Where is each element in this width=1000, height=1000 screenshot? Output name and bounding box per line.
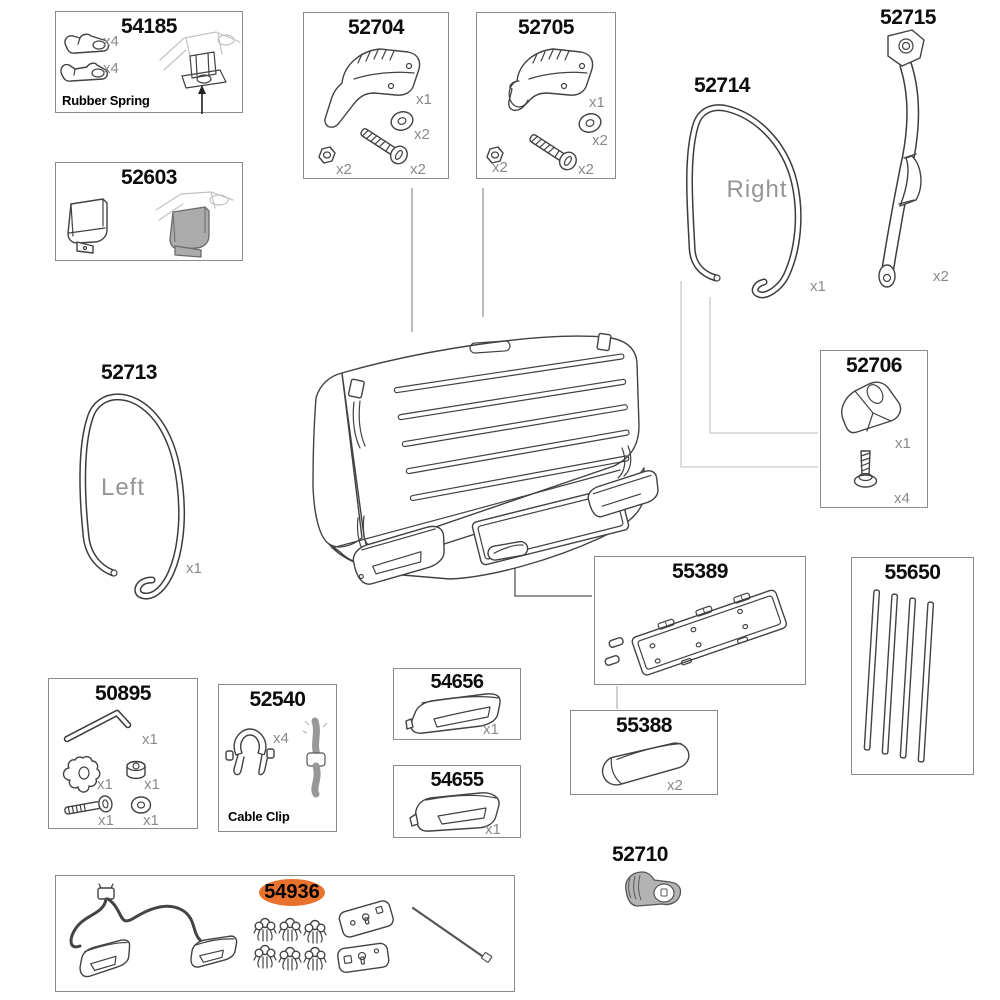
qty-52715: x2 <box>933 268 949 285</box>
side-label-right: Right <box>726 176 788 203</box>
housing-hardware-art <box>318 48 421 165</box>
light-housing-art <box>409 792 500 832</box>
part-number-54185[interactable]: 54185 <box>121 15 177 38</box>
qty-bolt: x1 <box>98 812 114 829</box>
cable-clip-art <box>225 728 275 776</box>
part-number-52704[interactable]: 52704 <box>348 16 404 39</box>
qty-hexkey: x1 <box>142 731 158 748</box>
qty-52714: x1 <box>810 278 826 295</box>
qty-clip: x4 <box>273 730 289 747</box>
part-number-52540[interactable]: 52540 <box>249 688 306 711</box>
qty-nut: x2 <box>336 161 352 178</box>
qty-washer: x2 <box>592 132 608 149</box>
part-box-54655: 54655 x1 <box>393 765 521 838</box>
qty-55388: x2 <box>667 777 683 794</box>
qty-housing: x1 <box>589 94 605 111</box>
part-number-55389[interactable]: 55389 <box>672 560 728 583</box>
part-number-54936-highlight[interactable]: 54936 <box>259 879 325 906</box>
part-number-52705[interactable]: 52705 <box>518 16 574 39</box>
part-number-54655[interactable]: 54655 <box>430 769 484 791</box>
caption-cable-clip: Cable Clip <box>228 809 290 824</box>
qty-washer: x2 <box>414 126 430 143</box>
qty-screw: x4 <box>894 490 910 507</box>
part-box-52706: 52706 x1 x4 <box>820 350 928 508</box>
qty-bolt: x2 <box>410 161 426 178</box>
part-box-55388: 55388 x2 <box>570 710 718 795</box>
qty-housing: x1 <box>416 91 432 108</box>
part-number-50895[interactable]: 50895 <box>95 682 151 705</box>
rubber-spring-lever-top <box>64 33 110 54</box>
cover-art <box>601 742 690 786</box>
qty-52713: x1 <box>186 560 202 577</box>
part-box-55389: 55389 <box>594 556 806 685</box>
qty-54656: x1 <box>483 721 499 738</box>
plate-holder-art <box>604 589 787 676</box>
right-bow-art <box>686 104 802 299</box>
part-number-55388[interactable]: 55388 <box>616 714 672 737</box>
strap-art <box>878 29 925 288</box>
part-box-52603: 52603 <box>55 162 243 261</box>
part-number-52715[interactable]: 52715 <box>880 6 936 29</box>
bracket-screw-art <box>841 381 902 488</box>
cable-tie-art <box>411 906 493 963</box>
qty-bracket: x1 <box>895 435 911 452</box>
qty-nut: x2 <box>492 159 508 176</box>
part-box-52705: 52705 x1 x2 x2 x2 <box>476 12 616 179</box>
qty-spacer: x1 <box>144 776 160 793</box>
push-clips-art <box>253 917 327 971</box>
qty-knob: x1 <box>97 776 113 793</box>
rubber-spring-lever-bottom <box>60 62 108 82</box>
light-housing-art <box>405 693 501 734</box>
fitting-kit-art <box>62 709 152 815</box>
left-bow-art <box>79 393 185 600</box>
qty-bolt: x2 <box>578 161 594 178</box>
side-label-left: Left <box>100 474 146 501</box>
qty-lever-bottom: x4 <box>103 60 119 77</box>
part-box-52540: 52540 x4 Cable Clip <box>218 684 337 832</box>
cargo-box-illustration <box>312 332 659 585</box>
part-number-52603[interactable]: 52603 <box>121 166 177 189</box>
housing-hardware-art <box>486 48 602 171</box>
part-number-52706[interactable]: 52706 <box>846 354 902 377</box>
gasket-plates-art <box>337 900 394 973</box>
wiring-harness-art <box>69 883 238 978</box>
latch-knob-art <box>625 871 682 907</box>
trim-strips-art <box>863 589 935 763</box>
part-box-52704: 52704 x1 x2 x2 x2 <box>303 12 449 179</box>
qty-lever-top: x4 <box>103 33 119 50</box>
part-number-52713[interactable]: 52713 <box>101 361 157 384</box>
caption-rubber-spring: Rubber Spring <box>62 93 150 108</box>
part-number-55650[interactable]: 55650 <box>884 561 941 584</box>
part-number-52710[interactable]: 52710 <box>612 843 668 866</box>
mount-location-sketch <box>159 31 241 114</box>
part-box-50895: 50895 x1 x1 <box>48 678 198 829</box>
qty-washer: x1 <box>143 812 159 829</box>
part-box-55650: 55650 <box>851 557 974 775</box>
part-box-54936: 54936 <box>55 875 515 992</box>
part-number-52714[interactable]: 52714 <box>694 74 750 97</box>
bracket-illustrations <box>67 191 234 258</box>
qty-54655: x1 <box>485 821 501 838</box>
part-box-54185: 54185 x4 x4 Rubber Spring <box>55 11 243 114</box>
part-box-54656: 54656 x1 <box>393 668 521 740</box>
cable-art <box>302 717 328 798</box>
part-number-54656[interactable]: 54656 <box>430 671 484 693</box>
